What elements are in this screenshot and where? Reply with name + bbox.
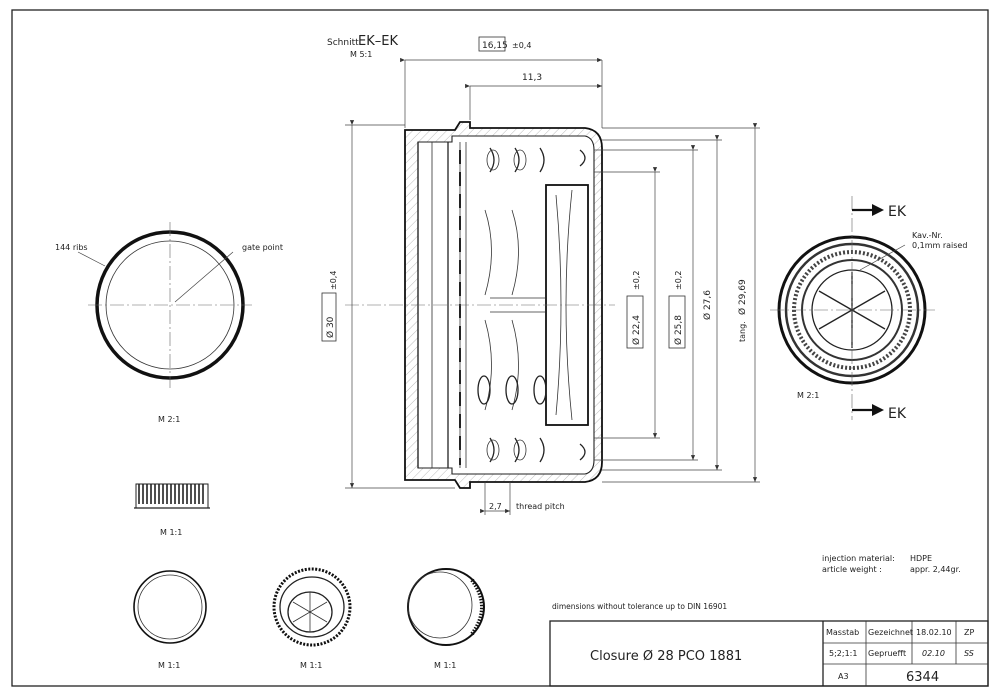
gate-point-label: gate point [242,243,283,252]
drawing-title: Closure Ø 28 PCO 1881 [590,649,742,664]
cavity-label-1: Kav.-Nr. [912,231,943,240]
small-view-3-scale: M 1:1 [434,661,456,670]
weight-value: appr. 2,44gr. [910,565,961,574]
tolerance-note: dimensions without tolerance up to DIN 1… [552,602,727,611]
dim-dia-22: Ø 22,4 [631,315,642,345]
dim-box-dia-25 [668,295,686,349]
section-view: Schnitt EK–EK M 5:1 [321,34,760,515]
right-diameter-dims [594,123,760,483]
geprueft-label: Gepruefft [868,649,906,658]
bottom-view: EK EK Kav.-Nr. 0,1mm raised M 2:1 [770,196,967,422]
small-view-2-scale: M 1:1 [300,661,322,670]
bottom-view-scale: M 2:1 [797,391,819,400]
cavity-label-2: 0,1mm raised [912,241,967,250]
side-view-small: M 1:1 [134,483,210,537]
masstab-value: 5;2;1:1 [829,649,857,658]
cut-label-top: EK [888,204,907,220]
section-scale: M 5:1 [350,50,372,59]
thread-profiles [477,147,586,463]
ribs-label: 144 ribs [55,243,88,252]
geprueft-date: 02.10 [922,649,945,658]
drawing-frame [11,9,989,687]
material-label: injection material: [822,554,895,563]
dim-dia-29: Ø 29,69 [737,279,748,315]
weight-label: article weight : [822,565,882,574]
dim-thread-pitch-label: thread pitch [516,502,565,511]
dim-overall-length: 16,15 [482,41,508,51]
dim-box-dia-22 [626,295,644,349]
dim-dia-22-tol: ±0,2 [632,271,641,290]
gezeichnet-label: Gezeichnet [868,628,913,637]
dim-box-outer-dia [321,292,337,342]
small-view-2: M 1:1 [272,567,352,670]
dim-box-overall-length [478,36,506,52]
small-view-1: M 1:1 [133,570,207,670]
title-block: Closure Ø 28 PCO 1881 Masstab 5;2;1:1 Ge… [549,620,989,687]
dim-inner-length: 11,3 [522,73,542,83]
dim-dia-29-prefix: tang. [738,321,747,342]
dim-overall-length-tol: ±0,4 [512,41,531,50]
section-cut-id: EK–EK [358,34,398,49]
side-view-scale: M 1:1 [160,528,182,537]
dim-dia-25-tol: ±0,2 [674,271,683,290]
dim-dia-25: Ø 25,8 [673,315,684,345]
dim-outer-dia: Ø 30 [325,316,336,338]
dim-thread-pitch-value: 2,7 [489,502,502,511]
gezeichnet-date: 18.02.10 [916,628,952,637]
geprueft-initials: SS [964,649,974,658]
small-view-1-scale: M 1:1 [158,661,180,670]
dim-outer-dia-tol: ±0,4 [329,271,338,290]
gezeichnet-initials: ZP [964,628,974,637]
masstab-label: Masstab [826,628,859,637]
material-value: HDPE [910,554,932,563]
top-view: 144 ribs gate point M 2:1 [55,222,283,424]
small-view-3: M 1:1 [407,568,485,670]
paper-format: A3 [838,672,849,681]
top-view-scale: M 2:1 [158,415,180,424]
dim-dia-27: Ø 27,6 [702,290,713,320]
section-title-label: Schnitt [327,38,359,48]
cut-label-bottom: EK [888,406,907,422]
drawing-number: 6344 [906,670,939,685]
